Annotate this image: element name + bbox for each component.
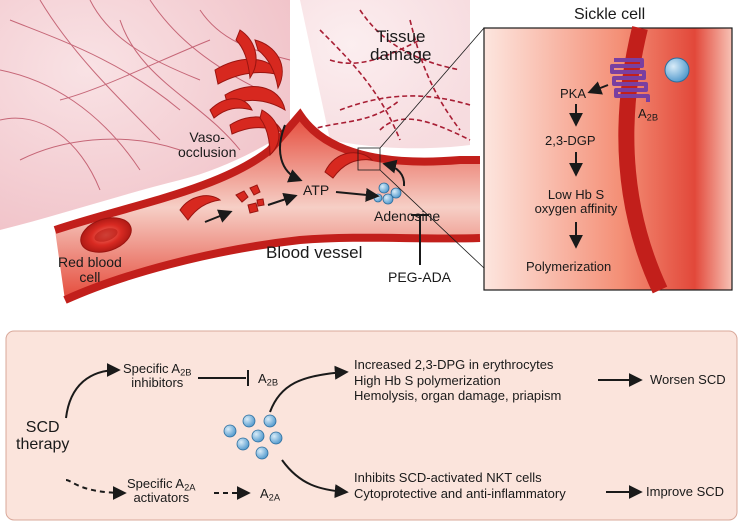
bottom-panel-artwork — [5, 330, 738, 521]
label-scd-therapy: SCD therapy — [16, 419, 70, 453]
inset-receptor-label: A2B — [638, 106, 659, 123]
pathway-polymerization: Polymerization — [526, 259, 612, 274]
label-a2b-inhibitors: Specific A2B inhibitors — [123, 361, 192, 390]
label-peg-ada: PEG-ADA — [388, 269, 452, 285]
arrow-therapy-to-a2a-activators — [65, 479, 127, 500]
label-red-blood-cell: Red blood cell — [58, 254, 122, 285]
label-a2b-receptor: A2B — [258, 371, 279, 388]
top-arrows — [204, 124, 429, 265]
label-a2a-receptor: A2A — [260, 486, 281, 503]
inset-title: Sickle cell — [574, 6, 646, 23]
pathway-pka: PKA — [560, 86, 587, 101]
label-adenosine: Adenosine — [374, 208, 441, 224]
pathway-dgp: 2,3-DGP — [545, 133, 596, 148]
adenosine-cluster-bottom — [223, 414, 283, 460]
red-blood-cell — [80, 217, 132, 253]
arrow-sickle-to-fragments — [204, 209, 233, 223]
zoom-indicator — [357, 27, 485, 269]
arrow-adenosine-to-cell — [382, 159, 406, 187]
sickle-cell-hemolysis — [179, 184, 265, 221]
adenosine-ligand — [664, 57, 690, 83]
a2b-receptor — [610, 58, 650, 102]
label-a2a-activators: Specific A2A activators — [127, 476, 196, 505]
arrow-adenosine-to-a2b-effects — [269, 365, 349, 413]
sickle-cell-near-adenosine — [324, 152, 374, 179]
arrow-therapy-to-a2b-inhibitors — [65, 363, 121, 419]
tissue-background — [0, 0, 471, 230]
arrow-occlusion-to-atp — [279, 124, 303, 183]
arrow-fragments-to-atp — [267, 192, 298, 207]
sickle-cell-inset — [483, 26, 733, 294]
label-blood-vessel: Blood vessel — [266, 243, 363, 262]
label-tissue-damage: Tissue damage — [370, 27, 432, 64]
outcome-worsen: Worsen SCD — [650, 372, 726, 387]
arrow-a2b-to-pka — [587, 81, 609, 95]
a2b-effects: Increased 2,3-DPG in erythrocytes High H… — [354, 357, 562, 404]
arrow-atp-to-adenosine — [335, 187, 380, 202]
outcome-improve: Improve SCD — [646, 484, 725, 499]
label-vaso-occlusion: Vaso- occlusion — [178, 129, 237, 160]
arrow-adenosine-to-a2a-effects — [281, 459, 349, 499]
pathway-low-affinity: Low Hb S oxygen affinity — [534, 187, 618, 216]
label-atp: ATP — [303, 182, 330, 198]
a2a-effects: Inhibits SCD-activated NKT cells Cytopro… — [354, 470, 566, 501]
vaso-occlusion-cluster — [209, 29, 286, 157]
